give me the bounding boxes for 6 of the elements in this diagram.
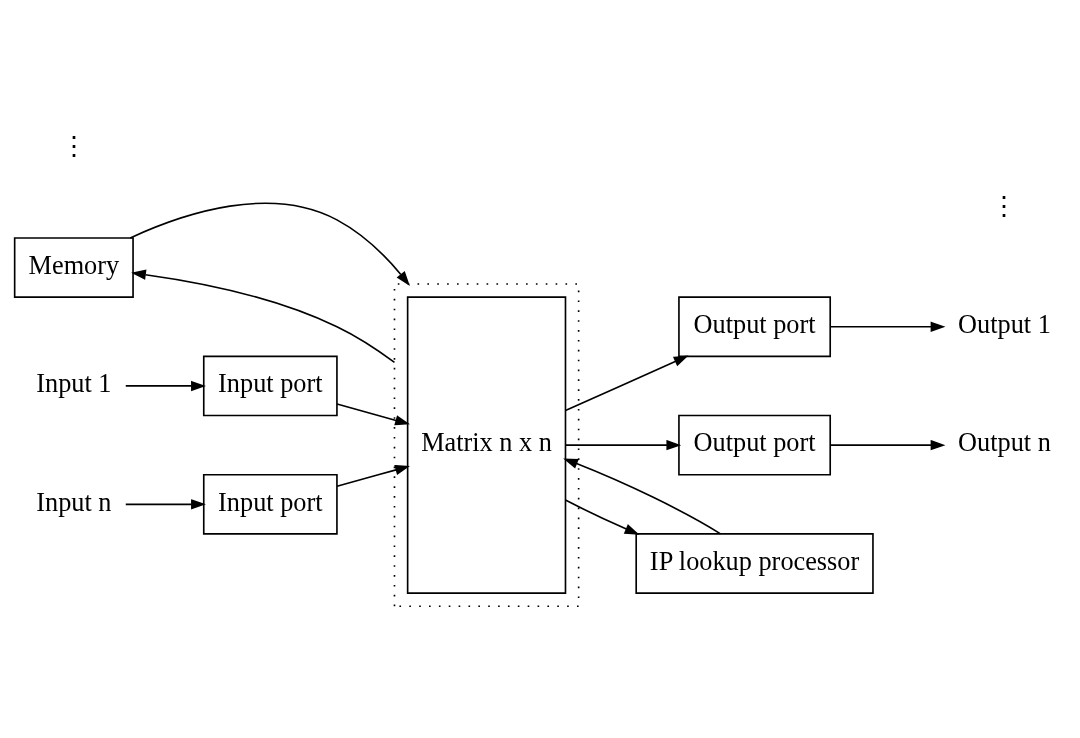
label: ⋮ [60, 131, 87, 161]
node-text: Input 1 [36, 368, 112, 398]
node-text: Output n [958, 427, 1051, 457]
node-text: Input n [36, 487, 112, 517]
node-text: Output 1 [958, 309, 1051, 339]
label: ⋮ [991, 191, 1018, 221]
